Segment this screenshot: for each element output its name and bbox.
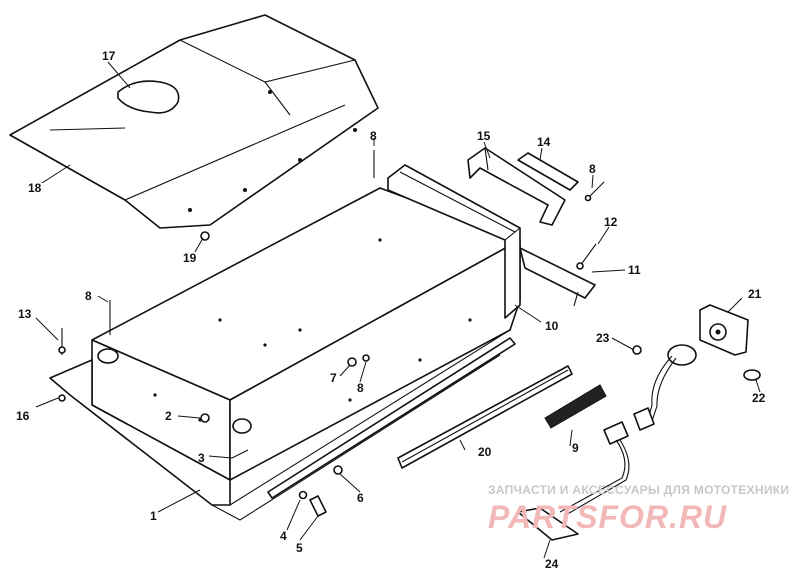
label-15: 15 — [477, 129, 491, 143]
label-16: 16 — [16, 409, 30, 423]
reflector-9 — [544, 384, 607, 429]
label-8-left: 8 — [85, 289, 92, 303]
plate-24 — [517, 507, 579, 541]
label-5: 5 — [296, 541, 303, 555]
label-12: 12 — [604, 215, 618, 229]
label-24: 24 — [545, 557, 559, 571]
washer-4 — [298, 490, 308, 500]
screw-13 — [58, 328, 66, 355]
rear-bar — [519, 247, 596, 307]
grab-handle — [467, 147, 566, 226]
seat-cover — [9, 14, 379, 229]
rear-frame-bracket — [387, 164, 521, 319]
label-18: 18 — [28, 181, 42, 195]
lamp-gasket — [667, 344, 697, 366]
trim-strip-20 — [397, 365, 573, 469]
nut-6 — [333, 465, 343, 475]
leader-lines — [35, 61, 761, 559]
label-3: 3 — [198, 451, 205, 465]
label-8-seat: 8 — [370, 129, 377, 143]
washer-2 — [200, 413, 210, 423]
label-22: 22 — [752, 391, 766, 405]
screw-8-upper-right — [584, 181, 605, 202]
label-10: 10 — [545, 319, 559, 333]
handle-pad — [517, 152, 579, 191]
watermark-brand: PARTSFOR.RU — [488, 499, 727, 535]
label-19: 19 — [183, 251, 197, 265]
label-23: 23 — [596, 331, 610, 345]
lens-22 — [743, 369, 761, 381]
label-20: 20 — [478, 445, 492, 459]
label-17: 17 — [102, 49, 116, 63]
label-8-upper-right: 8 — [589, 162, 596, 176]
bolt-5 — [309, 495, 327, 517]
part-labels: 17 18 19 8 15 14 8 12 11 10 8 13 16 2 3 … — [16, 49, 766, 571]
nut-7 — [347, 357, 357, 367]
screw-3 — [231, 449, 249, 459]
main-body-box — [49, 187, 521, 521]
watermark: ЗАПЧАСТИ И АКСЕССУАРЫ ДЛЯ МОТОТЕХНИКИ PA… — [488, 483, 789, 535]
label-7: 7 — [330, 371, 337, 385]
label-9: 9 — [572, 441, 579, 455]
screw-8-middle — [362, 354, 370, 362]
label-4: 4 — [280, 529, 287, 543]
label-2: 2 — [165, 409, 172, 423]
wiring-harness — [559, 355, 677, 517]
label-21: 21 — [748, 287, 762, 301]
tail-lamp-housing — [699, 304, 749, 356]
label-11: 11 — [628, 263, 641, 277]
label-8-middle: 8 — [357, 381, 364, 395]
nut-23 — [632, 345, 642, 355]
long-rod — [267, 337, 516, 499]
label-13: 13 — [18, 307, 32, 321]
nut-16 — [58, 394, 66, 402]
label-14: 14 — [537, 135, 551, 149]
label-6: 6 — [357, 491, 364, 505]
label-1: 1 — [150, 509, 157, 523]
screw-12 — [576, 243, 597, 270]
watermark-tagline: ЗАПЧАСТИ И АКСЕССУАРЫ ДЛЯ МОТОТЕХНИКИ — [488, 483, 789, 497]
